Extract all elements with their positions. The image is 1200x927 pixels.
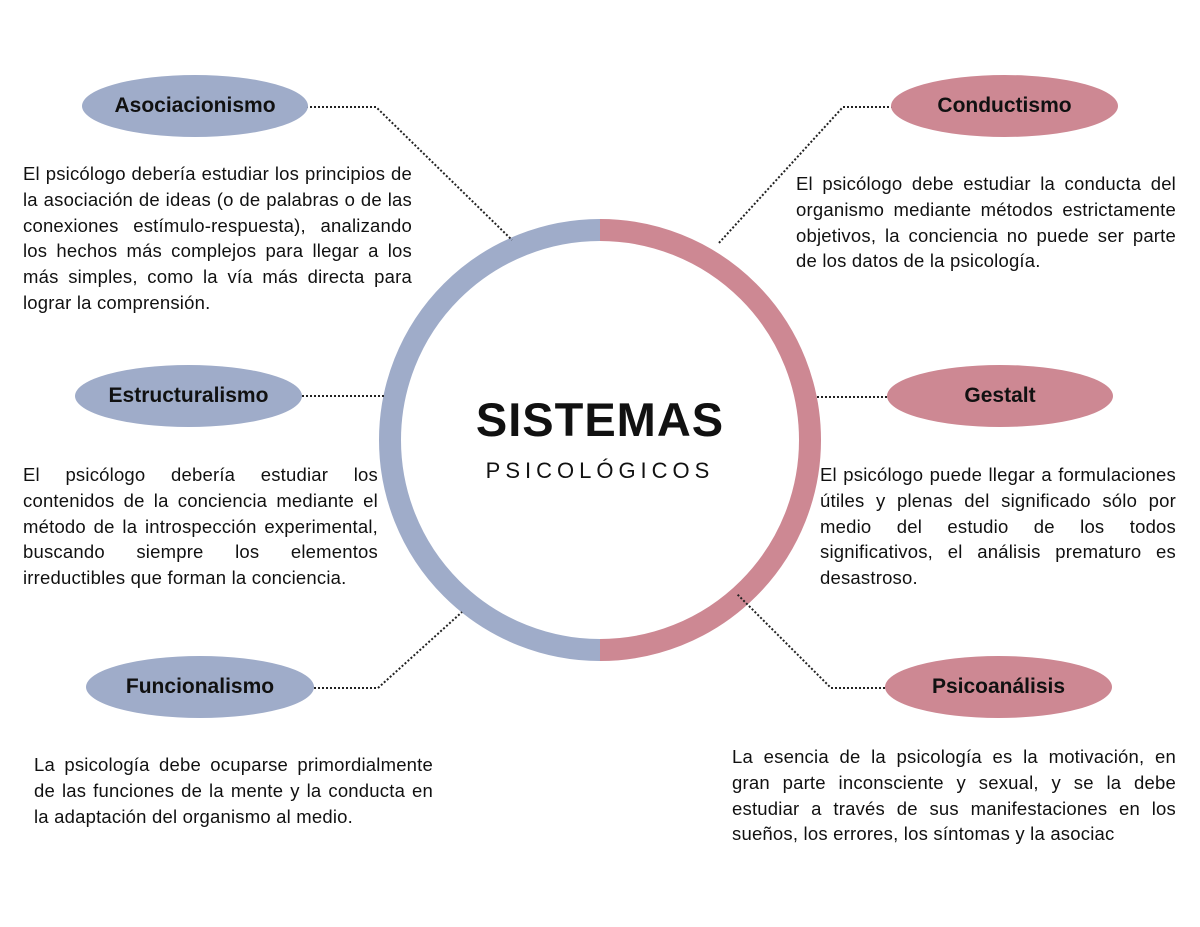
conductismo-description: El psicólogo debe estudiar la conducta d… xyxy=(796,173,1176,272)
psicoanalisis-node: Psicoanálisis xyxy=(885,656,1112,718)
psicoanalisis-label: Psicoanálisis xyxy=(931,675,1066,698)
center-subtitle: PSICOLÓGICOS xyxy=(485,458,715,483)
asociacionismo-label: Asociacionismo xyxy=(114,94,276,117)
gestalt-description: El psicólogo puede llegar a formulacione… xyxy=(820,464,1176,589)
psicoanalisis-description: La esencia de la psicología es la motiva… xyxy=(732,746,1176,845)
conductismo-label: Conductismo xyxy=(937,94,1072,117)
center-ring-left-half xyxy=(379,219,601,661)
asociacionismo-description: El psicólogo debería estudiar los princi… xyxy=(23,163,412,313)
estructuralismo-description: El psicólogo debería estudiar los conten… xyxy=(23,464,378,589)
funcionalismo-description: La psicología debe ocuparse primordialme… xyxy=(34,754,433,827)
center-title: SISTEMAS xyxy=(475,393,725,446)
connector-psicoanalisis xyxy=(736,593,885,689)
center-ring-right-half xyxy=(599,219,821,661)
connector-asociacionismo xyxy=(306,106,513,241)
gestalt-node: Gestalt xyxy=(887,365,1113,427)
connector-conductismo xyxy=(717,106,893,245)
gestalt-label: Gestalt xyxy=(964,384,1036,407)
estructuralismo-label: Estructuralismo xyxy=(108,384,269,407)
connector-funcionalismo xyxy=(314,611,463,689)
funcionalismo-label: Funcionalismo xyxy=(125,675,275,698)
funcionalismo-node: Funcionalismo xyxy=(86,656,314,718)
conductismo-node: Conductismo xyxy=(891,75,1118,137)
asociacionismo-node: Asociacionismo xyxy=(82,75,308,137)
estructuralismo-node: Estructuralismo xyxy=(75,365,302,427)
